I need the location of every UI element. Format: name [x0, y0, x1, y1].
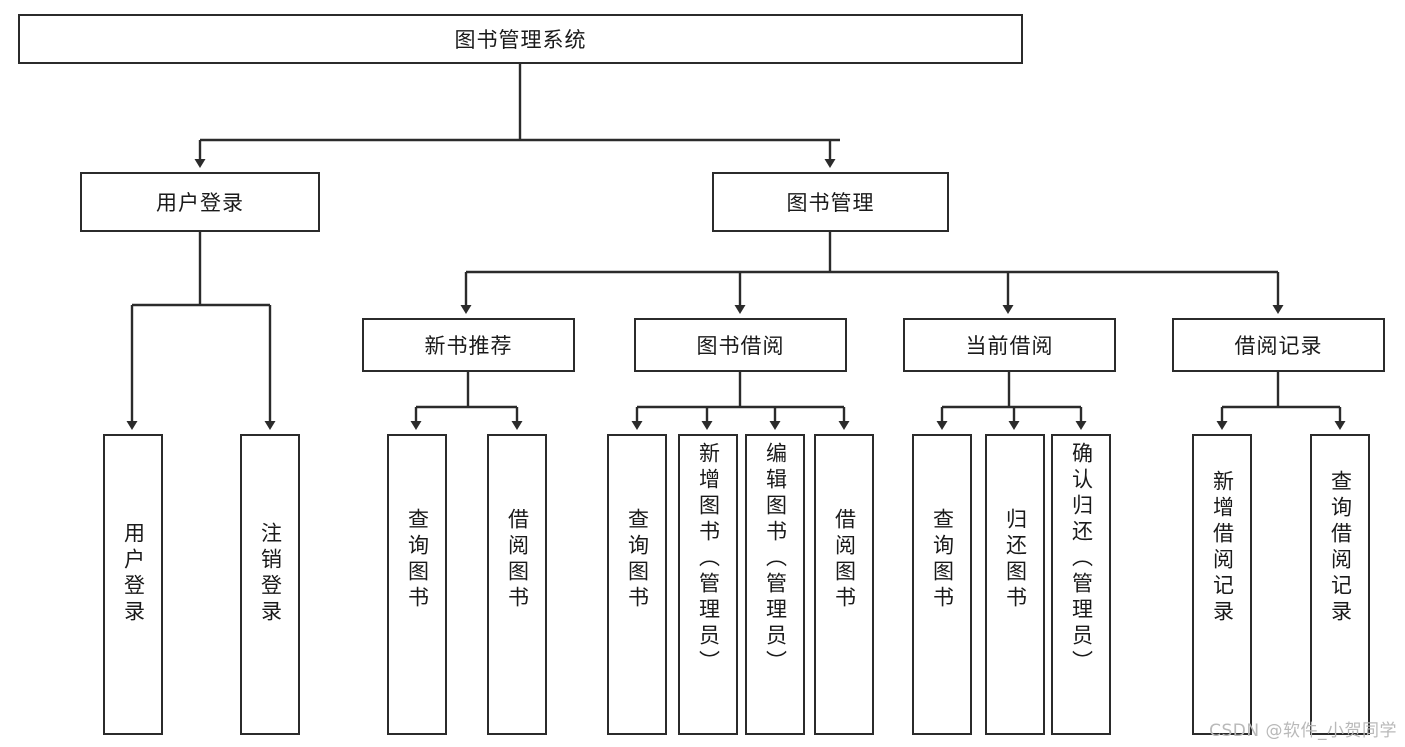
node-leaf-query-book-1-label: 查询图书: [405, 508, 430, 612]
node-borrow-record-label: 借阅记录: [1234, 334, 1323, 358]
node-leaf-user-login-label: 用户登录: [121, 522, 146, 626]
node-leaf-query-book-2[interactable]: 查询图书: [607, 434, 667, 735]
watermark-text: CSDN @软件_小贺同学: [1209, 721, 1397, 741]
node-leaf-add-record[interactable]: 新增借阅记录: [1192, 434, 1252, 735]
node-current-borrow[interactable]: 当前借阅: [903, 318, 1116, 372]
node-borrow-record[interactable]: 借阅记录: [1172, 318, 1385, 372]
node-root[interactable]: 图书管理系统: [18, 14, 1023, 64]
node-current-borrow-label: 当前借阅: [965, 334, 1054, 358]
node-leaf-user-login[interactable]: 用户登录: [103, 434, 163, 735]
node-leaf-logout-label: 注销登录: [258, 522, 283, 626]
node-leaf-query-book-2-label: 查询图书: [625, 508, 650, 612]
node-leaf-borrow-book-1-label: 借阅图书: [505, 508, 530, 612]
node-book-manage-label: 图书管理: [786, 191, 875, 215]
node-leaf-return-book[interactable]: 归还图书: [985, 434, 1045, 735]
node-leaf-return-book-label: 归还图书: [1003, 508, 1028, 612]
node-book-borrow[interactable]: 图书借阅: [634, 318, 847, 372]
node-leaf-query-book-3-label: 查询图书: [930, 508, 955, 612]
node-new-book-rec[interactable]: 新书推荐: [362, 318, 575, 372]
node-leaf-borrow-book-1[interactable]: 借阅图书: [487, 434, 547, 735]
node-leaf-add-book[interactable]: 新增图书（管理员）: [678, 434, 738, 735]
node-leaf-edit-book[interactable]: 编辑图书（管理员）: [745, 434, 805, 735]
node-leaf-query-book-3[interactable]: 查询图书: [912, 434, 972, 735]
node-new-book-rec-label: 新书推荐: [424, 334, 513, 358]
node-leaf-add-book-label: 新增图书（管理员）: [696, 442, 721, 676]
node-leaf-query-book-1[interactable]: 查询图书: [387, 434, 447, 735]
node-leaf-query-record-label: 查询借阅记录: [1328, 470, 1353, 626]
node-leaf-edit-book-label: 编辑图书（管理员）: [763, 442, 788, 676]
node-leaf-borrow-book-2[interactable]: 借阅图书: [814, 434, 874, 735]
node-book-borrow-label: 图书借阅: [696, 334, 785, 358]
node-leaf-borrow-book-2-label: 借阅图书: [832, 508, 857, 612]
node-book-manage[interactable]: 图书管理: [712, 172, 949, 232]
node-leaf-add-record-label: 新增借阅记录: [1210, 470, 1235, 626]
node-root-label: 图书管理系统: [454, 28, 587, 52]
node-leaf-logout[interactable]: 注销登录: [240, 434, 300, 735]
node-leaf-confirm-return-label: 确认归还（管理员）: [1069, 442, 1094, 676]
node-user-login[interactable]: 用户登录: [80, 172, 320, 232]
node-leaf-confirm-return[interactable]: 确认归还（管理员）: [1051, 434, 1111, 735]
node-user-login-label: 用户登录: [156, 191, 244, 215]
node-leaf-query-record[interactable]: 查询借阅记录: [1310, 434, 1370, 735]
